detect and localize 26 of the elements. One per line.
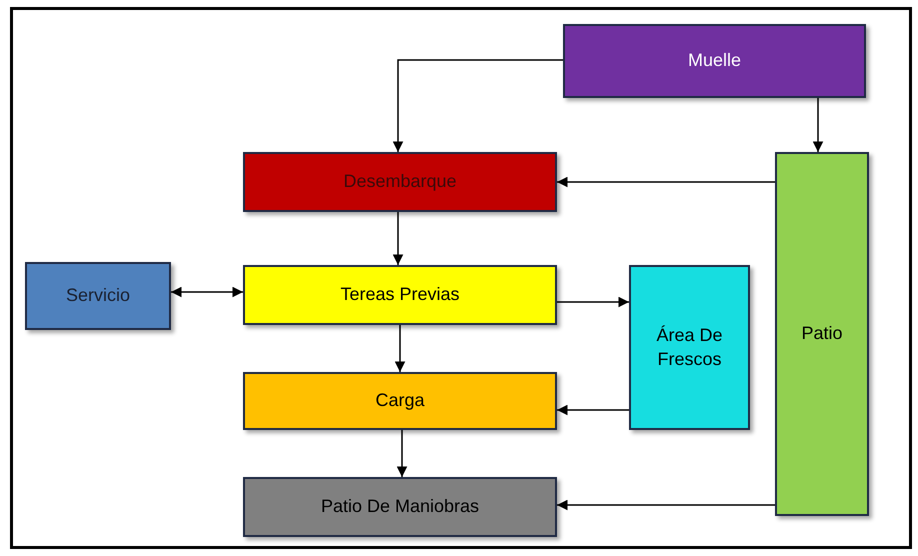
box-label: Servicio (66, 284, 130, 308)
arrow (171, 286, 243, 298)
process-box (243, 265, 557, 325)
process-box (243, 372, 557, 430)
arrow (557, 176, 775, 188)
box-label: Muelle (688, 49, 742, 72)
box-label: Desembarque (343, 170, 457, 194)
arrow (392, 212, 404, 265)
box-label: Área De Frescos (655, 324, 724, 370)
box-label: Tereas Previas (340, 283, 460, 306)
arrow (557, 500, 775, 510)
box-label: Patio (801, 322, 843, 346)
process-box (563, 24, 866, 98)
process-box (25, 262, 171, 330)
arrow (396, 430, 408, 477)
arrow (812, 98, 824, 152)
arrow (392, 59, 563, 152)
box-label: Carga (375, 389, 425, 412)
process-box (775, 152, 869, 516)
process-box (629, 265, 750, 430)
box-label: Patio De Maniobras (320, 495, 480, 518)
process-box (243, 152, 557, 212)
arrow (394, 325, 406, 372)
arrow (557, 404, 629, 416)
arrow (557, 296, 629, 308)
process-box (243, 477, 557, 537)
